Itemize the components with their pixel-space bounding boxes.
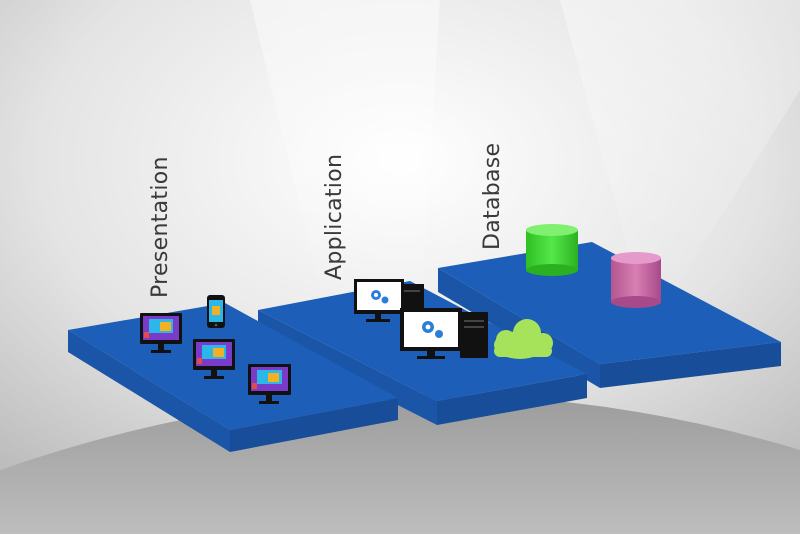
monitor-icon <box>193 339 235 379</box>
monitor-icon <box>248 364 291 404</box>
database-cylinder-icon <box>611 252 661 308</box>
smartphone-icon <box>207 295 225 328</box>
server-computer-icon <box>400 308 488 359</box>
database-cylinder-icon <box>526 224 578 276</box>
monitor-icon <box>140 313 182 353</box>
cloud-icon <box>494 319 553 359</box>
presentation-tier-label: Presentation <box>148 156 173 298</box>
light-beam <box>250 0 440 330</box>
light-beam <box>560 0 800 330</box>
application-tier-label: Application <box>322 153 347 280</box>
database-tier-label: Database <box>480 142 505 250</box>
server-computer-icon <box>354 279 424 322</box>
